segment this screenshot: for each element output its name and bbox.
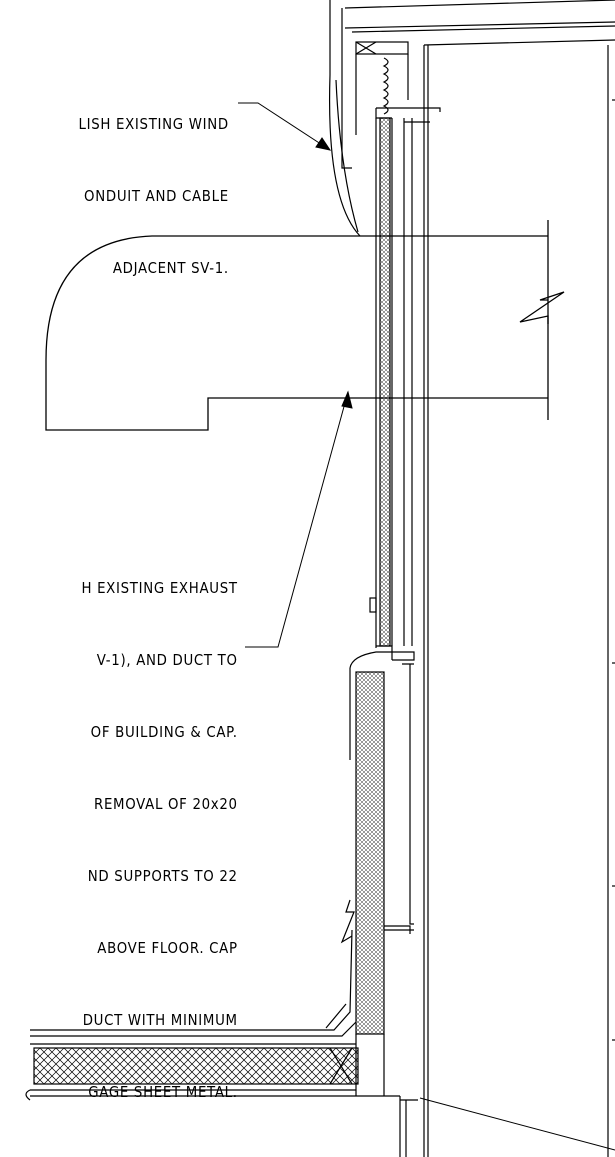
note-line: ND SUPPORTS TO 22: [88, 867, 239, 885]
top-note-arrowhead: [315, 137, 332, 151]
top-note-leader: [238, 102, 331, 151]
note-line: GAGE SHEET METAL.: [88, 1083, 238, 1101]
leader-lines: [238, 102, 615, 1151]
roof-deck: [25, 1034, 400, 1101]
note-line: V-1), AND DUCT TO: [97, 651, 239, 669]
floor-beam: [399, 1096, 418, 1157]
note-line: ONDUIT AND CABLE: [84, 187, 229, 205]
note-line: ADJACENT SV-1.: [112, 259, 229, 277]
upper-wall-panel: [369, 117, 413, 648]
note-line: ABOVE FLOOR. CAP: [97, 939, 238, 957]
note-line: DUCT WITH MINIMUM: [82, 1011, 239, 1029]
lower-wall-insulation: [355, 671, 414, 1035]
bottom-note-leader: [245, 391, 349, 648]
exhaust-duct-note: H EXISTING EXHAUST V-1), AND DUCT TO OF …: [82, 528, 238, 1128]
bottom-note-arrowhead: [341, 390, 353, 409]
roof-insulation: [30, 1043, 359, 1091]
roof-flashing: [30, 929, 357, 1037]
note-line: REMOVAL OF 20x20: [94, 795, 238, 813]
parapet-coping: [329, 0, 615, 237]
existing-cable-conduit: [335, 79, 359, 233]
exhaust-duct: [45, 220, 565, 431]
note-line: H EXISTING EXHAUST: [81, 579, 238, 597]
note-line: LISH EXISTING WIND: [78, 115, 229, 133]
bottom-right-leader: [419, 1097, 615, 1151]
note-line: OF BUILDING & CAP.: [90, 723, 239, 741]
demolish-cable-note: LISH EXISTING WIND ONDUIT AND CABLE ADJA…: [79, 64, 229, 304]
wall-transition-ledge: [349, 645, 415, 925]
wall-bracket: [340, 899, 355, 944]
building-column: [423, 39, 615, 1157]
